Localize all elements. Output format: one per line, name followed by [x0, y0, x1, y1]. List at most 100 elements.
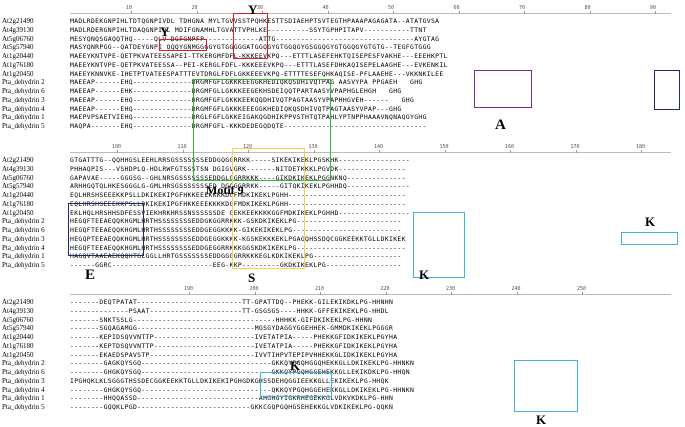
sequence-name: Pta_dehydrin 4: [2, 243, 45, 252]
ruler-tick: [458, 11, 460, 14]
sequence-residues: MAEEYKNTVPE-QETPKVATEESSA--PEI-KERGLFDFL…: [70, 60, 448, 69]
sequence-residues: -------SGQAGAMGG------------------------…: [70, 324, 394, 333]
ruler-number: 40: [322, 5, 329, 11]
ruler-number: 140: [374, 144, 384, 150]
ruler-tick: [131, 11, 132, 14]
sequence-name: Pta_dehydrin 2: [2, 78, 45, 87]
ruler-tick: [262, 11, 263, 14]
ruler-tick: [582, 292, 583, 295]
sequence-residues: MADLRDEKGNPIHLTDTQGNPIVDL TDHGNA MYLTGVV…: [70, 17, 440, 25]
ruler-tick: [451, 292, 452, 295]
ruler-tick: [182, 150, 184, 153]
sequence-name: Pta_dehydrin 4: [2, 104, 45, 113]
sequence-residues: ARHHGQTQLHKESGGGLG-GMLHRSGSSSSSSSED DGQG…: [70, 182, 410, 191]
ruler-number: 50: [388, 5, 395, 11]
sequence-residues: --------------PSAAT---------------------…: [70, 306, 390, 315]
sequence-residues: MAEEYKNTVPE-QETPKVATEESSAPEI-TTKERGMFDFL…: [70, 52, 448, 60]
motif-label-y-left: Y: [160, 24, 170, 39]
sequence-name: At1g20450: [2, 69, 34, 78]
sequence-residues: PHHAQPIS---VSHDPLQ-HDLRWFGTSSSTSN DGIGVG…: [70, 164, 406, 173]
sequence-residues: --------GHGKQYSGQ-----------------------…: [70, 385, 415, 394]
sequence-residues: EKLHQLHRSHHSDFESSVIEKHRKHRSSNSSSSSSDE GE…: [70, 208, 410, 217]
sequence-name: At5g06760: [2, 34, 34, 43]
sequence-name: At5g57940: [2, 324, 34, 333]
sequence-residues: MAQPA-------EHQ--------------DRGMFGFL-KK…: [70, 122, 427, 130]
ruler-number: 30: [257, 5, 264, 11]
sequence-residues: GAPAVAE-----GGGSG--GHLNRSGSSSSSSSEDDGLGG…: [70, 173, 406, 182]
ruler-baseline: [70, 294, 671, 295]
sequence-name: At1g76180: [2, 341, 34, 350]
sequence-name: At5g57940: [2, 182, 34, 191]
ruler-tick: [385, 292, 387, 295]
motif-label-k-block2-right: K: [645, 214, 656, 229]
ruler-tick: [320, 292, 321, 295]
sequence-residues: EQLHRSHSEEEKKPSLLDKIKEKIPGFHKKEEEKKKKDGF…: [70, 199, 406, 208]
sequence-name: At5g57940: [2, 43, 34, 52]
ruler-tick: [516, 292, 518, 295]
ruler-tick: [117, 150, 118, 153]
sequence-name: At5g06760: [2, 173, 34, 182]
ruler-number: 230: [446, 286, 456, 292]
ruler-number: 130: [308, 144, 318, 150]
green-motif-box: [193, 79, 331, 181]
ruler-number: 250: [577, 286, 587, 292]
ruler-number: 160: [505, 144, 515, 150]
sequence-residues: MAEEAP------EHQ--------------DRGMFGFLGKK…: [70, 104, 402, 113]
sequence-residues: GTGATTTG--QQHHGSLEEHLRRSGSSSSSSSEDDGQGGR…: [70, 156, 410, 164]
red-motif-box: [159, 39, 207, 51]
motif-label-s: S: [248, 270, 256, 285]
sequence-residues: MAEPVPSAETVIEHQ--------------DRGLFGFLGKK…: [70, 113, 427, 122]
ruler-tick: [248, 150, 249, 153]
sequence-name: Pta_dehydrin 3: [2, 95, 45, 104]
sequence-residues: MAEEAP------EHK--------------DRGMFGLLGKK…: [70, 87, 402, 95]
ruler-tick: [655, 11, 656, 14]
motif-label-y-top: Y: [248, 2, 258, 17]
sequence-residues: IPGHQKLKLSGGGTHSSDECGGKEEKKTGLLDKIKEKIPG…: [70, 376, 390, 385]
ruler-tick: [393, 11, 394, 14]
sequence-name: Pta_dehydrin 2: [2, 359, 45, 368]
cyan-motif-box: [621, 232, 678, 245]
ruler-baseline: [70, 13, 671, 14]
sequence-name: At1g20440: [2, 52, 34, 60]
ruler-tick: [641, 150, 642, 153]
sequence-name: At1g20440: [2, 191, 34, 199]
ruler-number: 70: [519, 5, 526, 11]
sequence-residues: MAEEYKNNVKE-IHETPTVATEESPATTTEVTDRGLFDFL…: [70, 69, 444, 78]
ruler-tick: [524, 11, 525, 14]
sequence-name: At2g21490: [2, 156, 34, 164]
sequence-residues: MESYQNQSGAQQTHQ-----QLV DGFGNPFP--------…: [70, 34, 440, 43]
cyan-motif-box: [413, 212, 465, 278]
sequence-name: At1g20440: [2, 333, 34, 341]
ruler-tick: [589, 11, 591, 14]
sequence-residues: HAGQVTAAEAEKQQHTGLGGLLHRTGSSSSSSSEDDGGGG…: [70, 252, 402, 261]
sequence-name: At5g06760: [2, 315, 34, 324]
motif-label-a: A: [495, 117, 506, 133]
ruler-tick: [510, 150, 511, 153]
sequence-residues: HEGQFTEEAEQQKHGMLHRTHSSSSSSSSEDDGEGGKKKK…: [70, 226, 402, 234]
motif-label-k-block3-mid: K: [290, 358, 301, 373]
sequence-residues: MADLRDERGNPIHLTDAQGNPIQL MDIFGNAMHLTGVAT…: [70, 25, 427, 34]
cyan-motif-box: [514, 360, 578, 412]
sequence-name: Pta_dehydrin 1: [2, 113, 45, 122]
ruler-tick: [379, 150, 380, 153]
sequence-residues: MASYQNRPGG--QATDEYGNPI QQQYGNMGGGGYGTGGG…: [70, 43, 431, 52]
red-motif-box: [233, 13, 268, 59]
sequence-residues: EQLHRSHSEEEKKPSLLDKIKEKIPGFHKKEEEKKKKDGF…: [70, 191, 406, 199]
sequence-residues: MAEEAP------EHQ--------------DRGMFGFLGKK…: [70, 78, 423, 87]
ruler-number: 80: [584, 5, 591, 11]
sequence-residues: -------DEQTPATAT------------------------…: [70, 298, 394, 306]
sequence-residues: --------GQQKLPGD------------------------…: [70, 403, 394, 411]
sequence-name: At4g39130: [2, 164, 34, 173]
yellow-motif-box: [232, 148, 305, 269]
sequence-name: At1g20450: [2, 350, 34, 359]
ruler-number: 170: [570, 144, 580, 150]
ruler-number: 10: [126, 5, 133, 11]
ruler-number: 210: [315, 286, 325, 292]
sequence-name: At1g76180: [2, 60, 34, 69]
sequence-name: At4g39130: [2, 306, 34, 315]
sequence-residues: ------GGRC------------------------EEG-KK…: [70, 261, 402, 269]
motif-label-k-block2-bottom: K: [419, 267, 430, 282]
sequence-name: At2g21490: [2, 298, 34, 306]
motif-label-k-block3-bottom: K: [536, 412, 547, 427]
